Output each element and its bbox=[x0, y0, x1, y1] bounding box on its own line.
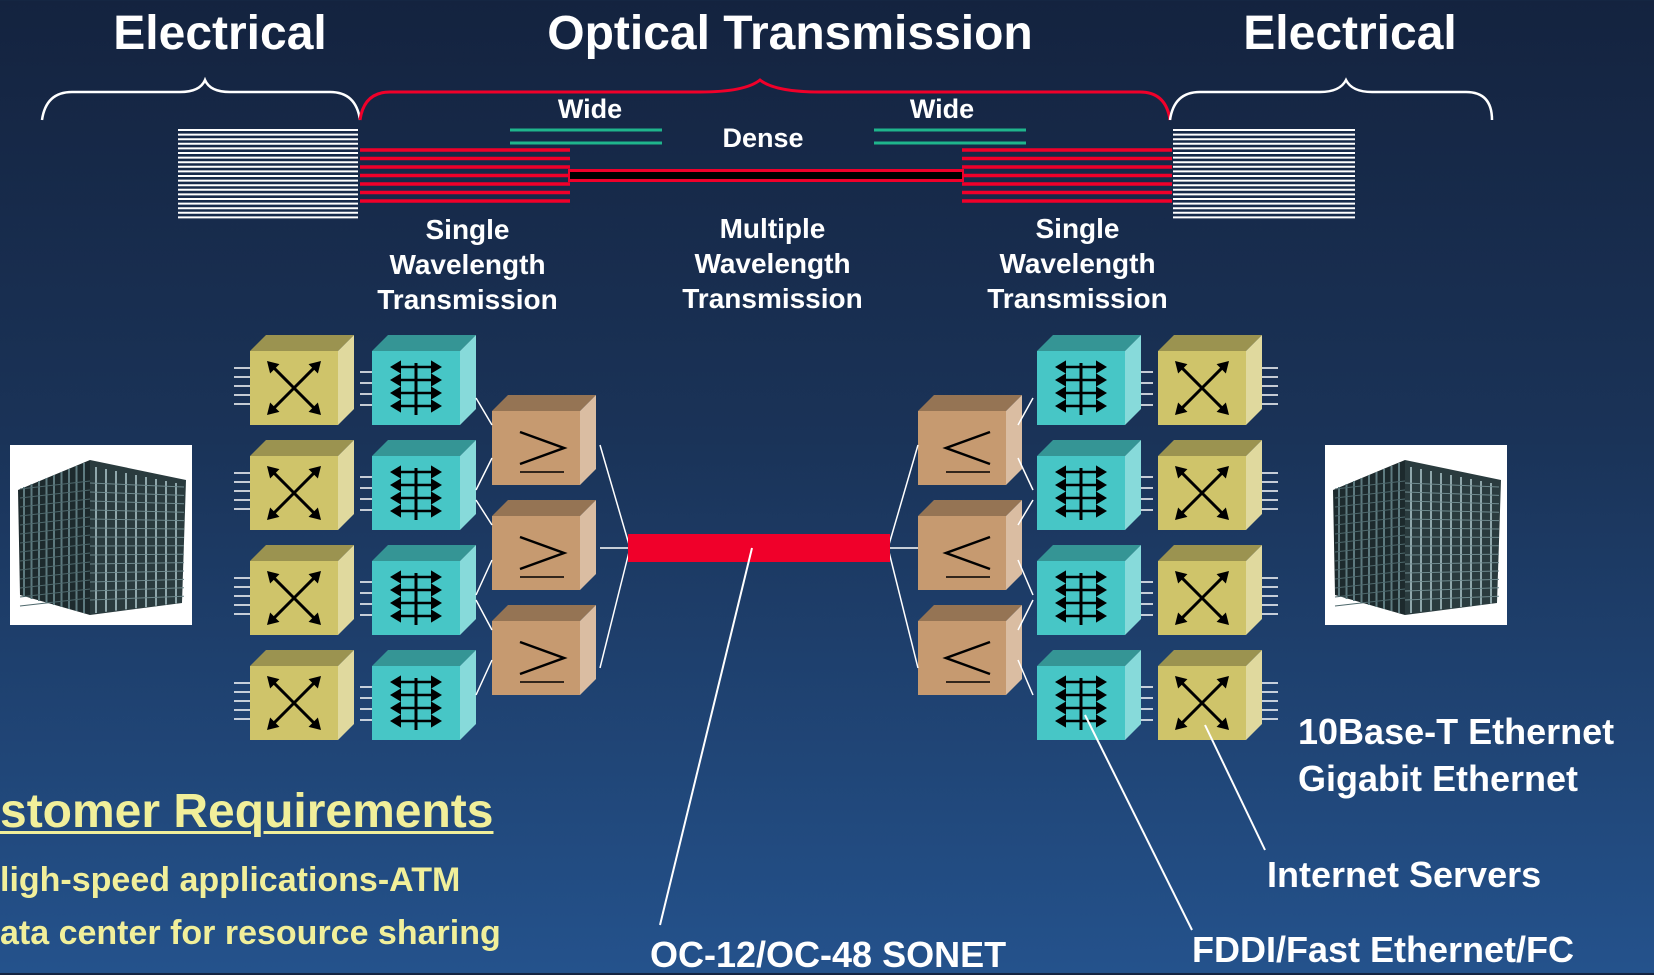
office-building-icon-left bbox=[10, 445, 192, 625]
mux-left-3 bbox=[360, 545, 476, 635]
callout-10base-t-ethernet: 10Base-T Ethernet bbox=[1298, 712, 1614, 752]
mux-left-4 bbox=[360, 650, 476, 740]
switch-right-1 bbox=[1158, 335, 1278, 425]
dense-fiber-core bbox=[570, 172, 962, 179]
requirement-item-2: ata center for resource sharing bbox=[0, 915, 501, 952]
brace-optical bbox=[360, 80, 1170, 120]
office-building-icon-right bbox=[1325, 445, 1507, 625]
mux-left-1 bbox=[360, 335, 476, 425]
mux-right-4 bbox=[1037, 650, 1153, 740]
amplifier-right-2 bbox=[918, 500, 1022, 590]
mux-left-2 bbox=[360, 440, 476, 530]
fiber-bundle-left bbox=[360, 150, 570, 201]
section-left-line-3: Transmission bbox=[340, 282, 595, 317]
band-wide-right: Wide bbox=[862, 95, 1022, 125]
switch-left-4 bbox=[234, 650, 354, 740]
switch-left-3 bbox=[234, 545, 354, 635]
section-left-line-1: Single bbox=[340, 212, 595, 247]
switch-left-1 bbox=[234, 335, 354, 425]
main-fiber-link bbox=[628, 534, 890, 562]
amplifier-right-1 bbox=[918, 395, 1022, 485]
requirement-item-1: ligh-speed applications-ATM bbox=[0, 862, 460, 899]
section-right-line-3: Transmission bbox=[950, 281, 1205, 316]
section-label-right: Single Wavelength Transmission bbox=[950, 211, 1205, 316]
amplifier-right-3 bbox=[918, 605, 1022, 695]
callout-fddi-fast-ethernet-fc: FDDI/Fast Ethernet/FC bbox=[1192, 930, 1574, 970]
callout-gigabit-ethernet: Gigabit Ethernet bbox=[1298, 759, 1578, 799]
wide-lines-left bbox=[510, 130, 662, 143]
switch-right-3 bbox=[1158, 545, 1278, 635]
section-center-line-2: Wavelength bbox=[645, 246, 900, 281]
amplifier-left-3 bbox=[492, 605, 596, 695]
amplifier-left-1 bbox=[492, 395, 596, 485]
switch-right-2 bbox=[1158, 440, 1278, 530]
header-optical-transmission: Optical Transmission bbox=[490, 8, 1090, 61]
switch-right-4 bbox=[1158, 650, 1278, 740]
mux-right-2 bbox=[1037, 440, 1153, 530]
section-left-line-2: Wavelength bbox=[340, 247, 595, 282]
fiber-bundle-right bbox=[962, 150, 1172, 201]
section-right-line-1: Single bbox=[950, 211, 1205, 246]
mux-right-3 bbox=[1037, 545, 1153, 635]
callout-sonet: OC-12/OC-48 SONET bbox=[650, 935, 1006, 975]
band-wide-left: Wide bbox=[510, 95, 670, 125]
callout-internet-servers: Internet Servers bbox=[1267, 855, 1541, 895]
section-center-line-3: Transmission bbox=[645, 281, 900, 316]
section-label-center: Multiple Wavelength Transmission bbox=[645, 211, 900, 316]
header-electrical-right: Electrical bbox=[1190, 8, 1510, 61]
wide-lines-right bbox=[874, 130, 1026, 143]
electrical-lines-right bbox=[1173, 130, 1355, 217]
electrical-lines-left bbox=[178, 130, 358, 217]
switch-left-2 bbox=[234, 440, 354, 530]
section-right-line-2: Wavelength bbox=[950, 246, 1205, 281]
section-center-line-1: Multiple bbox=[645, 211, 900, 246]
band-dense: Dense bbox=[683, 124, 843, 154]
mux-right-1 bbox=[1037, 335, 1153, 425]
customer-requirements-title: stomer Requirements bbox=[0, 786, 493, 839]
brace-electrical-right bbox=[1170, 80, 1492, 120]
section-label-left: Single Wavelength Transmission bbox=[340, 212, 595, 317]
brace-electrical-left bbox=[42, 80, 360, 120]
header-electrical-left: Electrical bbox=[60, 8, 380, 61]
amplifier-left-2 bbox=[492, 500, 596, 590]
